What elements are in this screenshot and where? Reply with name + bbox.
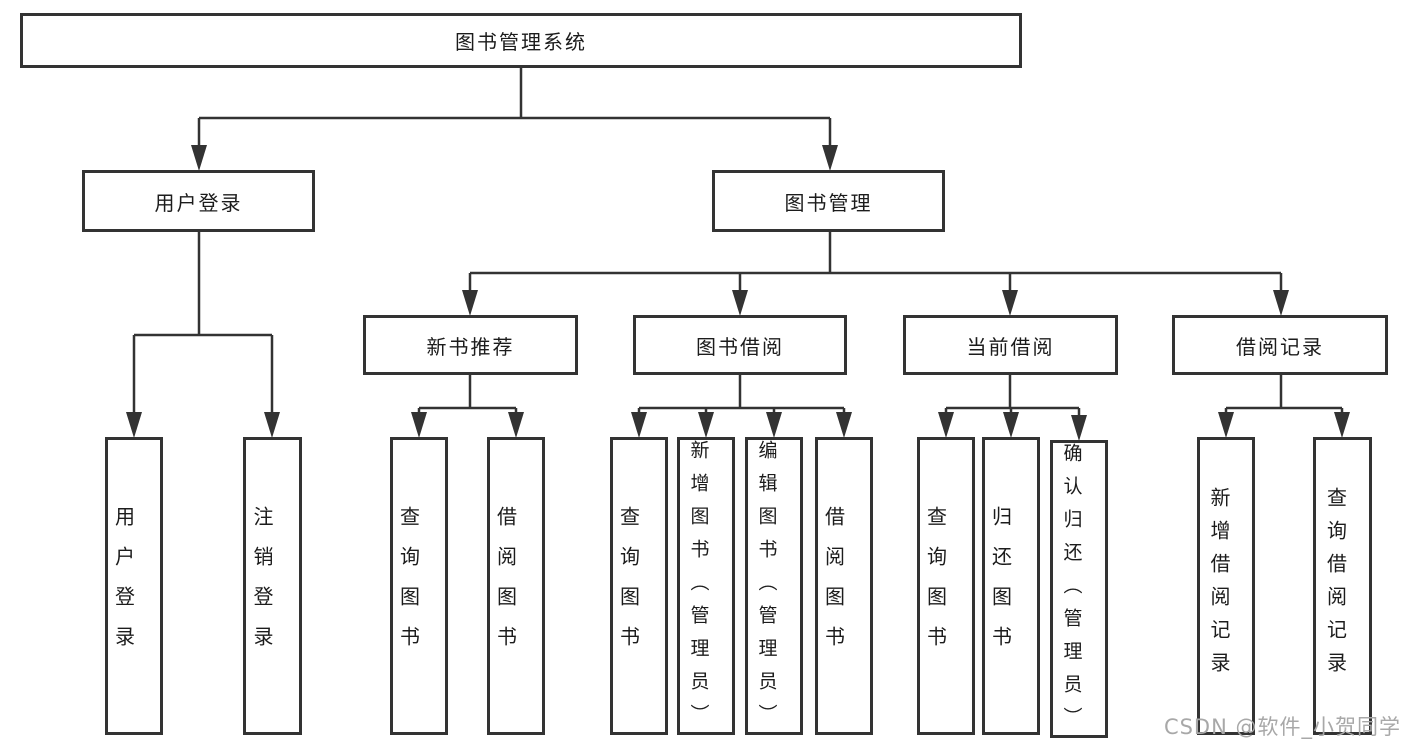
node-library-management-system: 图书管理系统: [20, 13, 1022, 68]
node-label: 编辑图书（管理员）: [755, 440, 778, 737]
edge-root-to-level2: [197, 68, 832, 146]
leaf-borrow-books-1: 借阅图书: [487, 437, 545, 735]
arrow-down-icon: [698, 412, 714, 438]
arrow-down-icon: [732, 290, 748, 316]
arrow-down-icon: [631, 412, 647, 438]
leaf-add-borrow-record: 新增借阅记录: [1197, 437, 1255, 735]
node-label: 用户登录: [111, 506, 136, 666]
arrow-down-icon: [191, 145, 207, 171]
arrow-down-icon: [126, 412, 142, 438]
leaf-edit-book-admin: 编辑图书（管理员）: [745, 437, 803, 737]
leaf-query-borrow-record: 查询借阅记录: [1313, 437, 1372, 735]
edge-user-login-children: [132, 232, 274, 413]
leaf-return-books: 归还图书: [982, 437, 1040, 735]
node-label: 查询借阅记录: [1323, 487, 1348, 685]
node-label: 新增图书（管理员）: [687, 440, 710, 737]
node-label: 当前借阅: [966, 334, 1055, 359]
arrow-down-icon: [836, 412, 852, 438]
node-book-management: 图书管理: [712, 170, 945, 232]
edge-borrow-record-children: [1224, 375, 1344, 414]
leaf-add-book-admin: 新增图书（管理员）: [677, 437, 735, 737]
arrow-down-icon: [462, 290, 478, 316]
leaf-confirm-return-admin: 确认归还（管理员）: [1050, 440, 1108, 740]
node-label: 确认归还（管理员）: [1060, 443, 1083, 740]
node-label: 借阅图书: [821, 506, 846, 666]
node-label: 用户登录: [154, 190, 243, 215]
arrow-down-icon: [1002, 290, 1018, 316]
arrow-down-icon: [1273, 290, 1289, 316]
node-current-borrowing: 当前借阅: [903, 315, 1118, 375]
node-label: 图书管理: [784, 190, 873, 215]
node-label: 借阅图书: [493, 506, 518, 666]
arrow-down-icon: [411, 412, 427, 438]
edge-book-mgmt-children: [468, 232, 1283, 291]
arrow-down-icon: [938, 412, 954, 438]
arrow-down-icon: [1003, 412, 1019, 438]
edge-current-borrow-children: [944, 375, 1081, 417]
arrow-down-icon: [508, 412, 524, 438]
node-label: 图书管理系统: [455, 30, 587, 54]
edge-new-book-children: [417, 375, 518, 414]
arrow-down-icon: [1071, 415, 1087, 441]
arrow-down-icon: [766, 412, 782, 438]
node-label: 新增借阅记录: [1207, 487, 1231, 685]
node-book-borrowing: 图书借阅: [633, 315, 847, 375]
arrow-down-icon: [264, 412, 280, 438]
arrow-down-icon: [1218, 412, 1234, 438]
node-label: 注销登录: [250, 506, 274, 666]
arrow-down-icon: [1334, 412, 1350, 438]
node-borrow-records: 借阅记录: [1172, 315, 1388, 375]
leaf-user-login: 用户登录: [105, 437, 163, 735]
edge-book-borrow-children: [637, 375, 846, 414]
arrowheads: [126, 145, 1350, 441]
node-label: 新书推荐: [426, 334, 515, 359]
arrow-down-icon: [822, 145, 838, 171]
node-new-book-recommendation: 新书推荐: [363, 315, 578, 375]
leaf-query-books-2: 查询图书: [610, 437, 668, 735]
leaf-query-books-3: 查询图书: [917, 437, 975, 735]
leaf-query-books-1: 查询图书: [390, 437, 448, 735]
node-label: 查询图书: [616, 506, 641, 666]
node-user-login: 用户登录: [82, 170, 315, 232]
node-label: 查询图书: [396, 506, 421, 666]
leaf-borrow-books-2: 借阅图书: [815, 437, 873, 735]
node-label: 查询图书: [923, 506, 948, 666]
leaf-logout: 注销登录: [243, 437, 302, 735]
node-label: 图书借阅: [696, 334, 784, 359]
node-label: 借阅记录: [1236, 334, 1324, 359]
node-label: 归还图书: [988, 506, 1013, 666]
csdn-watermark: CSDN @软件_小贺同学: [1163, 715, 1401, 739]
